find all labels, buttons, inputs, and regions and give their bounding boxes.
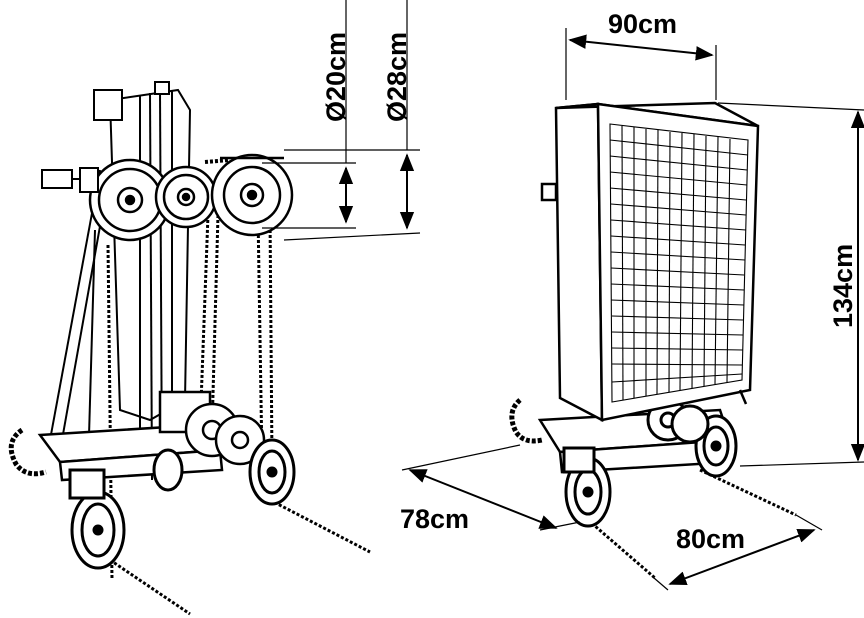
- diameter-dimensions: [262, 0, 421, 241]
- label-diameter-20: Ø20cm: [321, 32, 351, 122]
- machine-right: [509, 101, 797, 580]
- grid-panel: [609, 123, 749, 403]
- label-height: 134cm: [828, 244, 858, 328]
- label-base: 80cm: [676, 524, 745, 554]
- pulleys-lower-left: [184, 402, 266, 466]
- cables-left: [106, 214, 371, 616]
- height-dimension: [717, 102, 864, 467]
- base-dimension: [653, 514, 823, 591]
- label-depth: 78cm: [400, 504, 469, 534]
- pulley-middle: [154, 165, 218, 229]
- width-dimension: [565, 28, 717, 100]
- motor-box: [41, 167, 99, 193]
- panel-box: [540, 101, 760, 423]
- wheels-left: [68, 438, 296, 570]
- pulley-right: [204, 153, 294, 237]
- label-diameter-28: Ø28cm: [382, 32, 412, 122]
- depth-dimension: [401, 444, 581, 531]
- machine-left: [8, 81, 371, 616]
- label-width: 90cm: [608, 9, 677, 39]
